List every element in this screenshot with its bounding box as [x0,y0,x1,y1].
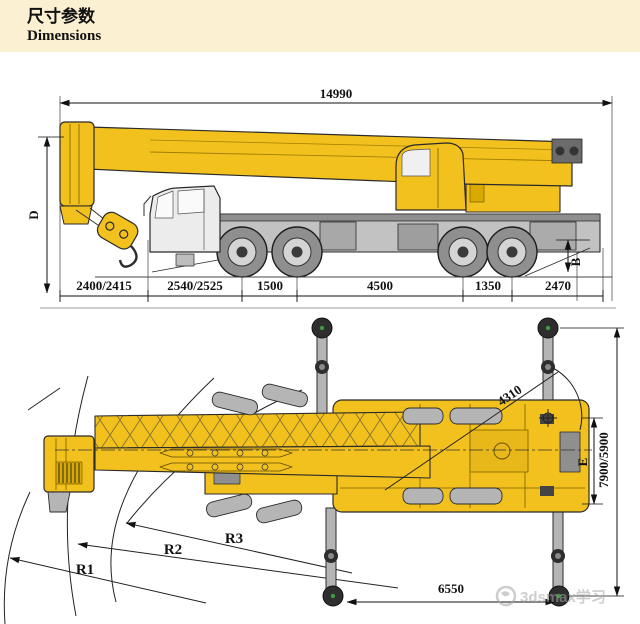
radius-label-r2: R2 [164,542,182,558]
watermark-text: 3dsmax学习 [520,588,606,606]
dim-segment: 2470 [545,278,571,293]
side-view-dimensions [38,99,613,302]
plan-view-dimensions [346,327,624,606]
boom-head-and-hook [59,121,139,268]
watermark-logo-icon [495,585,517,607]
outrigger-pads [311,317,570,607]
page-title-en: Dimensions [27,28,102,44]
dim-segment-labels: 2400/2415 2540/2525 1500 4500 1350 2470 [76,278,571,293]
dim-overall-length: 14990 [320,86,353,101]
outrigger-joints [315,360,565,563]
dim-segment: 2400/2415 [76,278,132,293]
deck-pads [206,383,503,524]
slewing-center-icon [539,409,557,427]
dim-segment: 2540/2525 [167,278,223,293]
dim-width-label: E [575,458,590,467]
dim-segment: 4500 [367,278,393,293]
section-header: 尺寸参数 Dimensions [0,0,640,52]
radius-label-r1: R1 [76,562,94,578]
boom-hole-strips [159,448,293,472]
dim-segment: 1350 [475,278,501,293]
dim-outrigger-base: 6550 [438,581,464,596]
side-view-drawing: 14990 D B 2400/2415 2540/2525 1500 4500 … [26,86,616,309]
watermark: 3dsmax学习 [495,585,606,607]
plan-view-drawing: 4310 E 7900/5900 6550 R1 R2 R3 [3,317,624,624]
outriggers [311,317,570,607]
dim-outrigger-span: 7900/5900 [596,432,611,488]
crane-dimension-drawing: 14990 D B 2400/2415 2540/2525 1500 4500 … [3,86,624,624]
dim-height-label: D [26,210,41,219]
dim-segment: 1500 [257,278,283,293]
page-title-zh: 尺寸参数 [27,7,95,26]
dim-rear-clearance-label: B [568,257,583,266]
radius-label-r3: R3 [225,531,243,547]
